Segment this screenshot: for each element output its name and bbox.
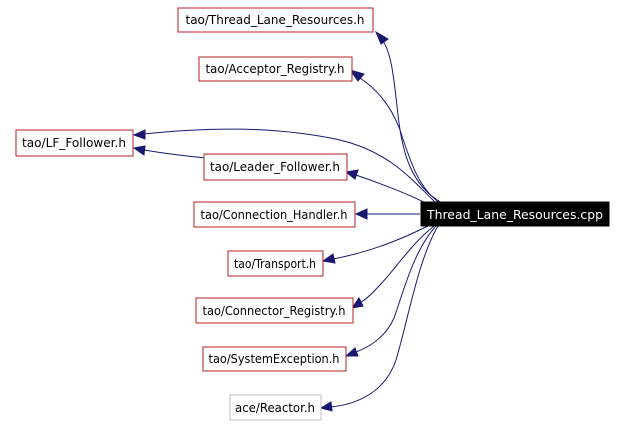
node-acceptor-registry-h[interactable]: tao/Acceptor_Registry.h: [198, 56, 353, 82]
node-leader-follower-h[interactable]: tao/Leader_Follower.h: [203, 153, 348, 181]
node-leader-follower-h-label: tao/Leader_Follower.h: [210, 160, 340, 174]
node-transport-h-label: tao/Transport.h: [234, 257, 316, 271]
arrowhead-transport-h: [321, 253, 336, 264]
nodes: tao/Thread_Lane_Resources.h tao/Acceptor…: [15, 7, 610, 421]
edge-root-to-transport-h: [332, 224, 431, 260]
node-root-thread-lane-resources-cpp[interactable]: Thread_Lane_Resources.cpp: [420, 201, 610, 227]
node-system-exception-h[interactable]: tao/SystemException.h: [202, 346, 347, 372]
edge-root-to-system-exception-h: [355, 225, 437, 353]
edge-root-to-reactor-h: [330, 225, 439, 408]
node-connection-handler-h[interactable]: tao/Connection_Handler.h: [193, 201, 356, 228]
edge-leader-follower-h-to-lf-follower-h: [143, 149, 207, 159]
node-root-label: Thread_Lane_Resources.cpp: [426, 208, 603, 222]
node-system-exception-h-label: tao/SystemException.h: [209, 352, 340, 366]
edges: [132, 30, 443, 412]
node-connection-handler-h-label: tao/Connection_Handler.h: [201, 208, 348, 222]
arrowhead-connector-registry-h: [350, 297, 364, 309]
arrowhead-leader-follower-h: [344, 169, 359, 180]
node-thread-lane-resources-h[interactable]: tao/Thread_Lane_Resources.h: [177, 7, 374, 33]
arrowhead-thread-lane-resources-h: [374, 30, 389, 45]
arrowhead-lf-follower-h: [132, 129, 146, 140]
arrowhead-connection-handler-h: [354, 208, 368, 220]
arrowhead-lf-follower-h-from-leader: [132, 145, 146, 156]
node-thread-lane-resources-h-label: tao/Thread_Lane_Resources.h: [186, 13, 365, 27]
arrowhead-system-exception-h: [344, 347, 359, 357]
node-acceptor-registry-h-label: tao/Acceptor_Registry.h: [206, 62, 345, 76]
node-lf-follower-h[interactable]: tao/LF_Follower.h: [15, 129, 134, 157]
arrowhead-reactor-h: [319, 401, 333, 412]
node-connector-registry-h[interactable]: tao/Connector_Registry.h: [195, 297, 354, 324]
edge-root-to-acceptor-registry-h: [359, 77, 441, 204]
node-lf-follower-h-label: tao/LF_Follower.h: [22, 136, 126, 150]
node-connector-registry-h-label: tao/Connector_Registry.h: [203, 304, 346, 318]
node-reactor-h-label: ace/Reactor.h: [235, 401, 315, 415]
node-transport-h[interactable]: tao/Transport.h: [227, 250, 324, 277]
edge-root-to-thread-lane-resources-h: [382, 40, 443, 204]
edge-root-to-connector-registry-h: [359, 225, 435, 304]
arrowhead-acceptor-registry-h: [348, 69, 365, 82]
edge-root-to-lf-follower-h: [143, 128, 437, 204]
node-reactor-h[interactable]: ace/Reactor.h: [229, 394, 322, 421]
